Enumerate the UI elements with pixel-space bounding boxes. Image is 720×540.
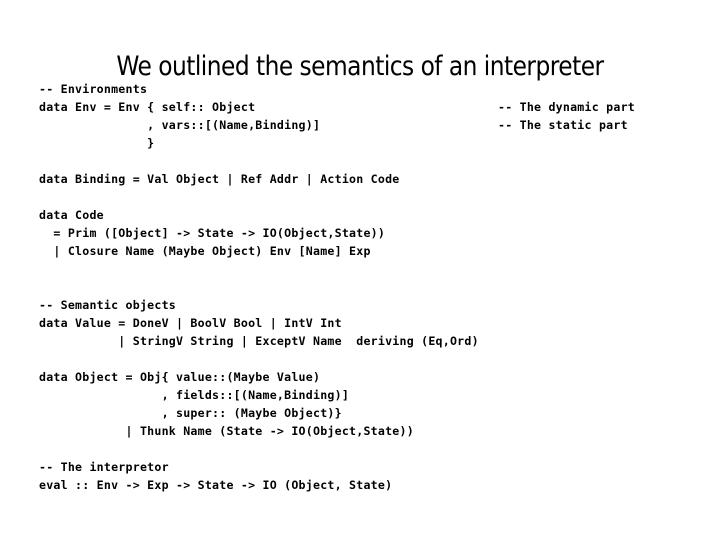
code-line: , vars::[(Name,Binding)] -- The static pa… xyxy=(39,116,709,134)
code-line-text: data Binding = Val Object | Ref Addr | A… xyxy=(39,172,400,186)
code-line: -- Semantic objects xyxy=(39,296,709,314)
code-line-text: eval :: Env -> Exp -> State -> IO (Objec… xyxy=(39,478,393,492)
code-line: | Closure Name (Maybe Object) Env [Name]… xyxy=(39,242,709,260)
code-line-blank xyxy=(39,188,709,206)
code-line-text: -- Semantic objects xyxy=(39,298,176,312)
code-line: , fields::[(Name,Binding)] xyxy=(39,386,709,404)
code-line: -- The interpretor xyxy=(39,458,709,476)
code-line-text: , vars::[(Name,Binding)] xyxy=(39,118,321,132)
code-line: eval :: Env -> Exp -> State -> IO (Objec… xyxy=(39,476,709,494)
code-line-text: data Code xyxy=(39,208,104,222)
code-line-text: = Prim ([Object] -> State -> IO(Object,S… xyxy=(39,226,386,240)
code-line-text: , fields::[(Name,Binding)] xyxy=(39,388,350,402)
code-line-text: data Object = Obj{ value::(Maybe Value) xyxy=(39,370,321,384)
code-line: | StringV String | ExceptV Name deriving… xyxy=(39,332,709,350)
code-line-blank xyxy=(39,440,709,458)
page-title: We outlined the semantics of an interpre… xyxy=(116,50,604,82)
code-side-comment: -- The dynamic part xyxy=(498,100,635,114)
code-line-text: -- Environments xyxy=(39,82,148,96)
code-line-blank xyxy=(39,152,709,170)
code-line: data Binding = Val Object | Ref Addr | A… xyxy=(39,170,709,188)
code-line: | Thunk Name (State -> IO(Object,State)) xyxy=(39,422,709,440)
code-line-text: data Value = DoneV | BoolV Bool | IntV I… xyxy=(39,316,342,330)
code-line: data Code xyxy=(39,206,709,224)
code-line-text: | StringV String | ExceptV Name deriving… xyxy=(39,334,479,348)
code-line-text: data Env = Env { self:: Object xyxy=(39,100,256,114)
code-side-comment: -- The static part xyxy=(498,118,628,132)
code-line-text: | Closure Name (Maybe Object) Env [Name]… xyxy=(39,244,371,258)
code-line-text: -- The interpretor xyxy=(39,460,169,474)
code-line-blank xyxy=(39,350,709,368)
code-line: = Prim ([Object] -> State -> IO(Object,S… xyxy=(39,224,709,242)
code-line-blank xyxy=(39,260,709,278)
code-line-text: | Thunk Name (State -> IO(Object,State)) xyxy=(39,424,414,438)
code-line: } xyxy=(39,134,709,152)
code-line-text: } xyxy=(39,136,155,150)
code-line: data Object = Obj{ value::(Maybe Value) xyxy=(39,368,709,386)
code-line-blank xyxy=(39,278,709,296)
code-line: data Env = Env { self:: Object -- The dyn… xyxy=(39,98,709,116)
code-line-text: , super:: (Maybe Object)} xyxy=(39,406,342,420)
code-line: data Value = DoneV | BoolV Bool | IntV I… xyxy=(39,314,709,332)
code-line: , super:: (Maybe Object)} xyxy=(39,404,709,422)
code-line: -- Environments xyxy=(39,80,709,98)
